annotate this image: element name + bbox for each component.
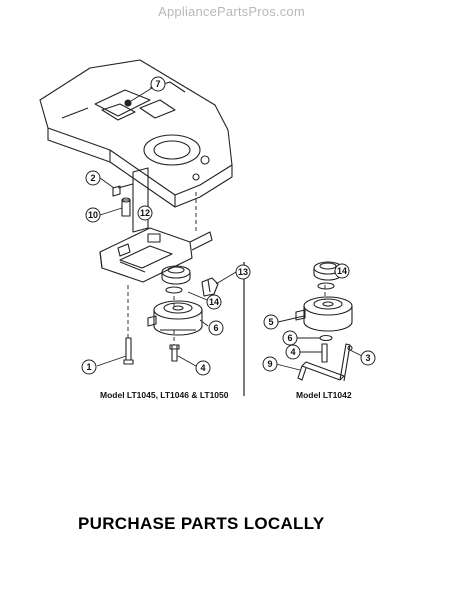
right-hardware (297, 334, 353, 382)
idler-pulley-right (313, 261, 343, 290)
callout-5-text: 5 (268, 317, 273, 327)
callout-2 (85, 170, 101, 186)
callout-14-right-text: 14 (337, 266, 347, 276)
pivot-bracket (112, 167, 149, 233)
callout-7-text: 7 (155, 79, 160, 89)
callout-6-left (208, 320, 224, 336)
callout-9-text: 9 (267, 359, 272, 369)
callout-13 (235, 264, 251, 280)
callout-10 (85, 207, 101, 223)
bolt-1 (123, 337, 134, 365)
electric-clutch-left (147, 300, 203, 336)
callout-4-left-text: 4 (200, 363, 205, 373)
callout-1 (81, 359, 97, 375)
bolt-4-left (169, 344, 180, 362)
clutch-bracket-plate (99, 227, 213, 283)
mower-frame (39, 59, 233, 208)
callout-14-left (206, 294, 222, 310)
callout-4-right-text: 4 (290, 347, 295, 357)
callout-7 (150, 76, 166, 92)
callout-3 (360, 350, 376, 366)
callout-4-left (195, 360, 211, 376)
callout-6-right-text: 6 (287, 333, 292, 343)
callout-13-text: 13 (238, 267, 248, 277)
cable-clamp (201, 277, 219, 297)
model-label-right: Model LT1042 (296, 390, 352, 400)
purchase-parts-note: PURCHASE PARTS LOCALLY (78, 514, 325, 533)
callout-4-right (285, 344, 301, 360)
idler-pulley-left (161, 265, 191, 294)
callout-9 (262, 356, 278, 372)
electric-clutch-right (295, 296, 353, 332)
callout-6-right (282, 330, 298, 346)
callout-6-left-text: 6 (213, 323, 218, 333)
watermark-text: AppliancePartsPros.com (158, 4, 305, 19)
callout-3-text: 3 (365, 353, 370, 363)
callout-10-text: 10 (88, 210, 98, 220)
model-label-left: Model LT1045, LT1046 & LT1050 (100, 390, 229, 400)
callout-2-text: 2 (90, 173, 95, 183)
callouts (81, 76, 376, 376)
leader-lines (96, 87, 363, 371)
alignment-lines (127, 192, 326, 345)
callout-14-left-text: 14 (209, 297, 219, 307)
callout-14-right (334, 263, 350, 279)
callout-12 (137, 205, 153, 221)
callout-1-text: 1 (86, 362, 91, 372)
callout-12-text: 12 (140, 208, 150, 218)
callout-5 (263, 314, 279, 330)
